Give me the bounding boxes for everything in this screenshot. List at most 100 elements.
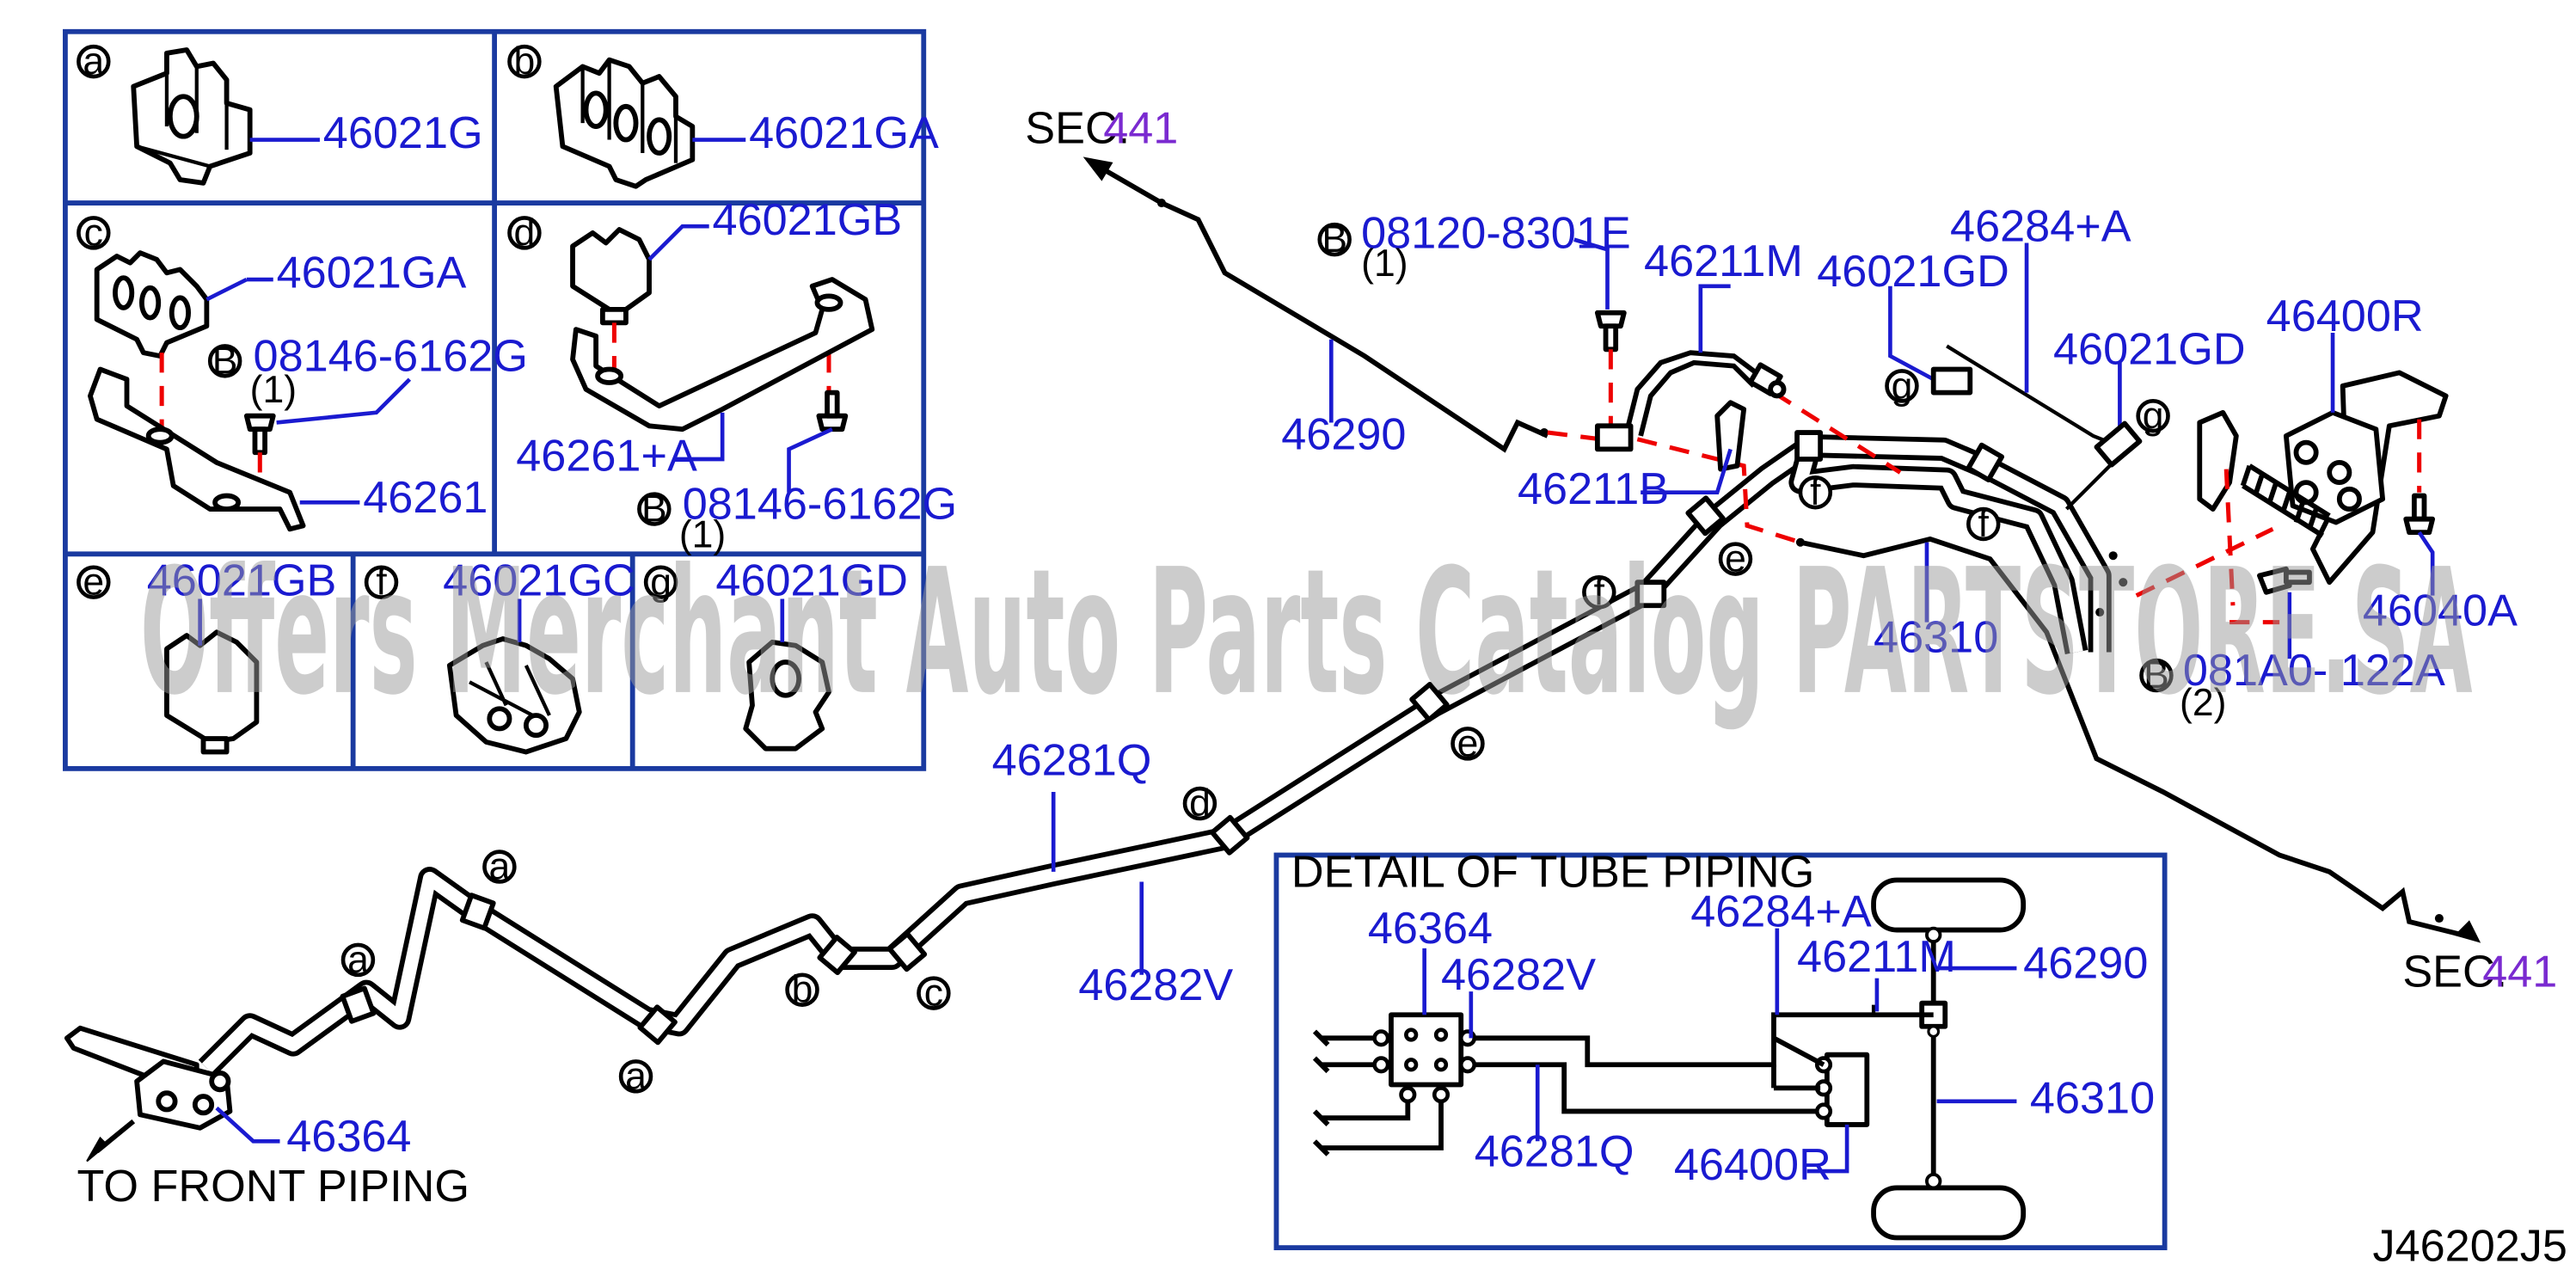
- svg-text:f: f: [1978, 503, 1990, 545]
- label-46040A: 46040A: [2363, 586, 2518, 635]
- detail-tube-piping: DETAIL OF TUBE PIPING 46364 46282V 46281…: [1273, 847, 2168, 1251]
- detail-46290: 46290: [2023, 939, 2148, 989]
- detail-46400R: 46400R: [1674, 1140, 1831, 1190]
- clip-46021GA-drawing-c: [94, 250, 210, 359]
- label-46021GA-b: 46021GA: [749, 108, 939, 158]
- label-08120: 08120-8301E: [1361, 208, 1631, 258]
- label-46400R: 46400R: [2266, 291, 2424, 341]
- label-46281Q: 46281Q: [992, 736, 1152, 786]
- watermark: Offers Merchant Auto Parts Catalog PARTS…: [140, 532, 2473, 733]
- bolt-08146-drawing-c: [243, 413, 276, 456]
- label-bolt-08146-d: 08146-6162G: [683, 480, 957, 530]
- svg-text:a: a: [625, 1055, 647, 1097]
- bolt-08120-drawing: [1594, 310, 1627, 353]
- svg-text:b: b: [792, 969, 813, 1011]
- label-bolt-08146-c: 08146-6162G: [254, 331, 528, 381]
- cell-letter-a: a: [77, 40, 111, 83]
- label-46021GC: 46021GC: [443, 556, 635, 606]
- callout-e-2: e: [1718, 538, 1753, 580]
- label-081A0-qty: (2): [2180, 682, 2226, 724]
- callout-a-1: a: [340, 939, 376, 981]
- label-081A0: 081A0- 122A: [2183, 646, 2445, 696]
- label-46211B: 46211B: [1518, 464, 1669, 514]
- master-cylinder-46364-drawing: [64, 1025, 233, 1131]
- label-46261A: 46261+A: [516, 432, 697, 482]
- detail-title: DETAIL OF TUBE PIPING: [1291, 847, 1814, 897]
- label-46021GA-c: 46021GA: [277, 248, 467, 298]
- clip-46021GA-drawing-b: [553, 57, 696, 189]
- detail-46364: 46364: [1368, 904, 1493, 954]
- label-46282V: 46282V: [1078, 960, 1233, 1010]
- svg-text:d: d: [514, 212, 536, 254]
- bracket-46261A-drawing: [570, 277, 875, 432]
- svg-text:f: f: [376, 561, 387, 604]
- detail-46211M: 46211M: [1797, 932, 1956, 982]
- hose-bracket-drawing: [1594, 400, 1747, 472]
- svg-text:g: g: [1892, 365, 1913, 407]
- svg-text:c: c: [924, 972, 943, 1015]
- callout-a-2: a: [482, 846, 517, 888]
- svg-text:B: B: [641, 488, 667, 531]
- svg-text:e: e: [83, 561, 104, 604]
- tube-clip-callouts: a a a b c d e e f f f g g: [340, 365, 2170, 1097]
- svg-text:a: a: [489, 846, 511, 888]
- label-46021GB-d: 46021GB: [713, 195, 903, 245]
- valve-46400R-drawing: [2197, 370, 2449, 586]
- label-46211M: 46211M: [1644, 236, 1803, 286]
- callout-b-1: b: [785, 969, 819, 1011]
- label-46290: 46290: [1281, 409, 1406, 459]
- callout-c-1: c: [917, 972, 951, 1015]
- callout-f-3: f: [1966, 503, 2001, 545]
- clip-46021GC-drawing: [446, 636, 582, 755]
- cell-letter-f: f: [364, 561, 399, 604]
- label-sec-top: SEC.: [1025, 103, 1130, 153]
- label-46021GD-g: 46021GD: [715, 556, 908, 606]
- label-sec-top-num: 441: [1103, 103, 1178, 153]
- label-bolt-qty-d: (1): [679, 514, 726, 556]
- svg-text:f: f: [1594, 571, 1605, 613]
- diagram-code: J46202J5: [2372, 1222, 2567, 1272]
- bolt-symbol-c: B: [207, 340, 242, 382]
- label-08120-qty: (1): [1361, 242, 1408, 285]
- callout-a-3: a: [618, 1055, 653, 1097]
- label-46021GD-1: 46021GD: [1817, 247, 2009, 297]
- svg-text:g: g: [2143, 395, 2164, 437]
- callout-f-2: f: [1798, 471, 1833, 513]
- label-46284A: 46284+A: [1950, 202, 2131, 252]
- cell-letter-d: d: [507, 212, 542, 254]
- label-bolt-qty-c: (1): [250, 369, 297, 411]
- callout-e-1: e: [1451, 722, 1485, 764]
- svg-text:g: g: [650, 561, 672, 604]
- cell-letter-c: c: [77, 212, 111, 254]
- callout-f-1: f: [1582, 571, 1616, 613]
- clip-46021GB-drawing-d: [570, 227, 652, 326]
- label-46310: 46310: [1874, 612, 1998, 662]
- svg-text:e: e: [1457, 722, 1479, 764]
- label-46021G: 46021G: [323, 108, 483, 158]
- hose-46211M-drawing: [1624, 350, 1787, 437]
- detail-46282V: 46282V: [1441, 950, 1596, 1000]
- callout-d-1: d: [1182, 782, 1217, 825]
- svg-text:a: a: [347, 939, 369, 981]
- parts-inset-grid: a b c d e f g 46021G 46021GA 46021GA B: [63, 28, 957, 771]
- svg-text:e: e: [1725, 538, 1746, 580]
- svg-text:B: B: [212, 340, 238, 382]
- detail-46310: 46310: [2030, 1073, 2155, 1123]
- label-46261: 46261: [363, 473, 488, 523]
- bolt-08146-drawing-d: [816, 390, 849, 432]
- label-to-front-piping: TO FRONT PIPING: [77, 1162, 469, 1212]
- svg-text:B: B: [1322, 218, 1347, 261]
- bracket-46261-drawing: [88, 366, 306, 532]
- svg-text:a: a: [83, 40, 104, 83]
- svg-text:d: d: [1189, 782, 1211, 825]
- cell-letter-g: g: [643, 561, 678, 604]
- bolt-46040A-drawing: [2403, 493, 2436, 536]
- detail-46284A: 46284+A: [1690, 887, 1872, 937]
- detail-46281Q: 46281Q: [1475, 1126, 1635, 1176]
- clip-46021GB-drawing-e: [164, 629, 260, 755]
- clip-46021GD-drawing: [743, 639, 831, 751]
- bolt-symbol-valve: B: [2139, 654, 2174, 696]
- label-46021GB-e: 46021GB: [147, 556, 337, 606]
- label-sec-bottom-num: 441: [2482, 947, 2557, 997]
